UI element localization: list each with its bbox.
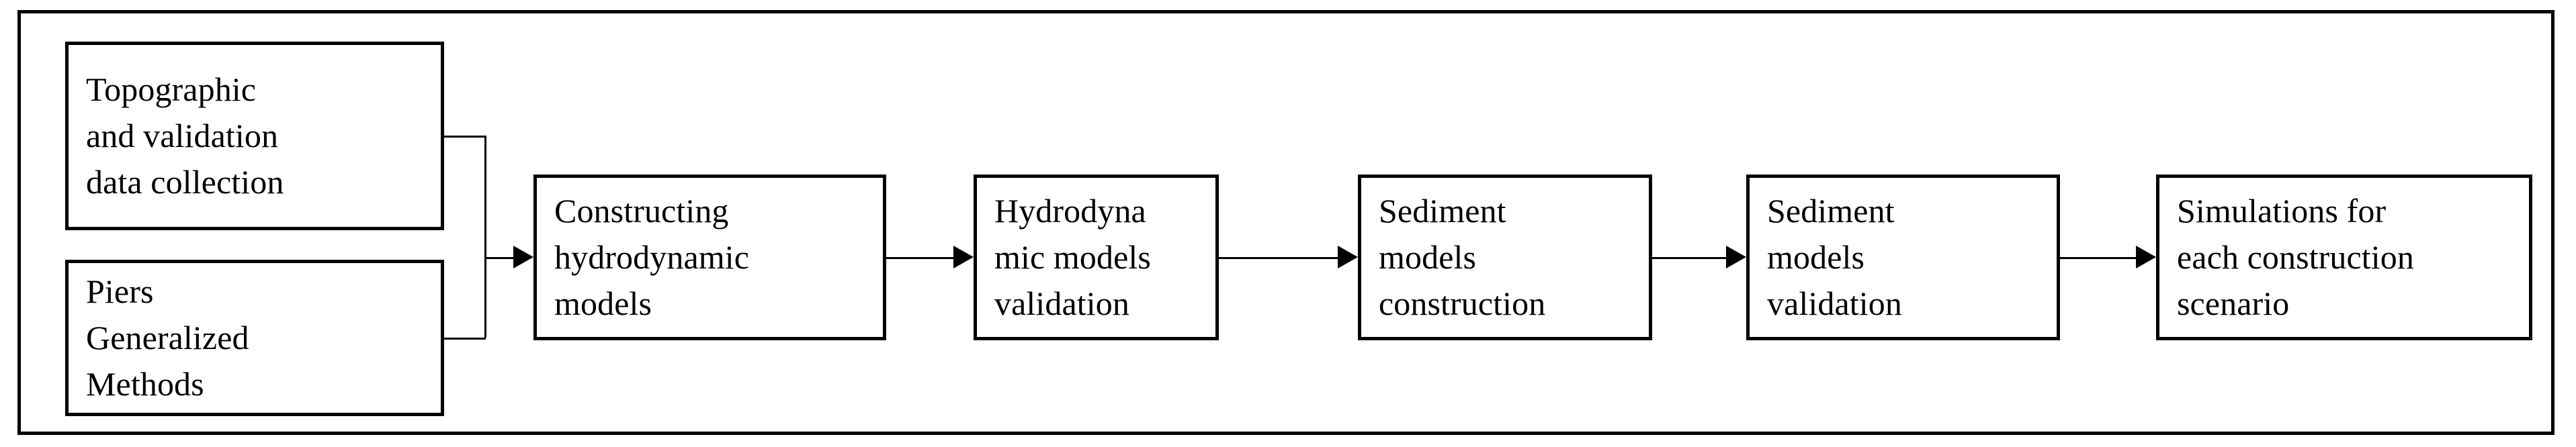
connector-sediment-validation-to-simulations	[2060, 257, 2136, 259]
connector-merge-spine	[484, 136, 486, 338]
arrow-head-icon	[2136, 246, 2156, 268]
node-piers-generalized-methods[interactable]: Piers Generalized Methods	[65, 260, 444, 416]
node-label: Hydrodyna mic models validation	[994, 192, 1151, 322]
node-topographic-and-validation-data-collection[interactable]: Topographic and validation data collecti…	[65, 42, 444, 230]
connector-constructing-to-hydro-validation	[886, 257, 953, 259]
node-label: Sediment models construction	[1379, 192, 1546, 322]
node-simulations-for-each-construction-scenario[interactable]: Simulations for each construction scenar…	[2156, 175, 2532, 340]
node-hydrodynamic-models-validation[interactable]: Hydrodyna mic models validation	[974, 175, 1219, 340]
connector-piers-to-merge	[444, 338, 486, 340]
node-constructing-hydrodynamic-models[interactable]: Constructing hydrodynamic models	[533, 175, 886, 340]
diagram-outer-frame: Topographic and validation data collecti…	[17, 10, 2554, 435]
node-label: Simulations for each construction scenar…	[2177, 192, 2414, 322]
node-label: Topographic and validation data collecti…	[86, 70, 284, 201]
arrow-head-icon	[953, 246, 974, 268]
arrow-head-icon	[1726, 246, 1746, 268]
arrow-head-icon	[1338, 246, 1358, 268]
node-label: Constructing hydrodynamic models	[554, 192, 750, 322]
node-sediment-models-construction[interactable]: Sediment models construction	[1358, 175, 1652, 340]
node-label: Sediment models validation	[1767, 192, 1902, 322]
connector-topographic-to-merge	[444, 136, 486, 138]
arrow-head-icon	[513, 246, 533, 268]
connector-merge-to-constructing	[484, 257, 515, 259]
node-sediment-models-validation[interactable]: Sediment models validation	[1746, 175, 2060, 340]
node-label: Piers Generalized Methods	[86, 272, 249, 403]
connector-sediment-construction-to-sediment-validation	[1652, 257, 1726, 259]
connector-hydro-validation-to-sediment-construction	[1219, 257, 1338, 259]
